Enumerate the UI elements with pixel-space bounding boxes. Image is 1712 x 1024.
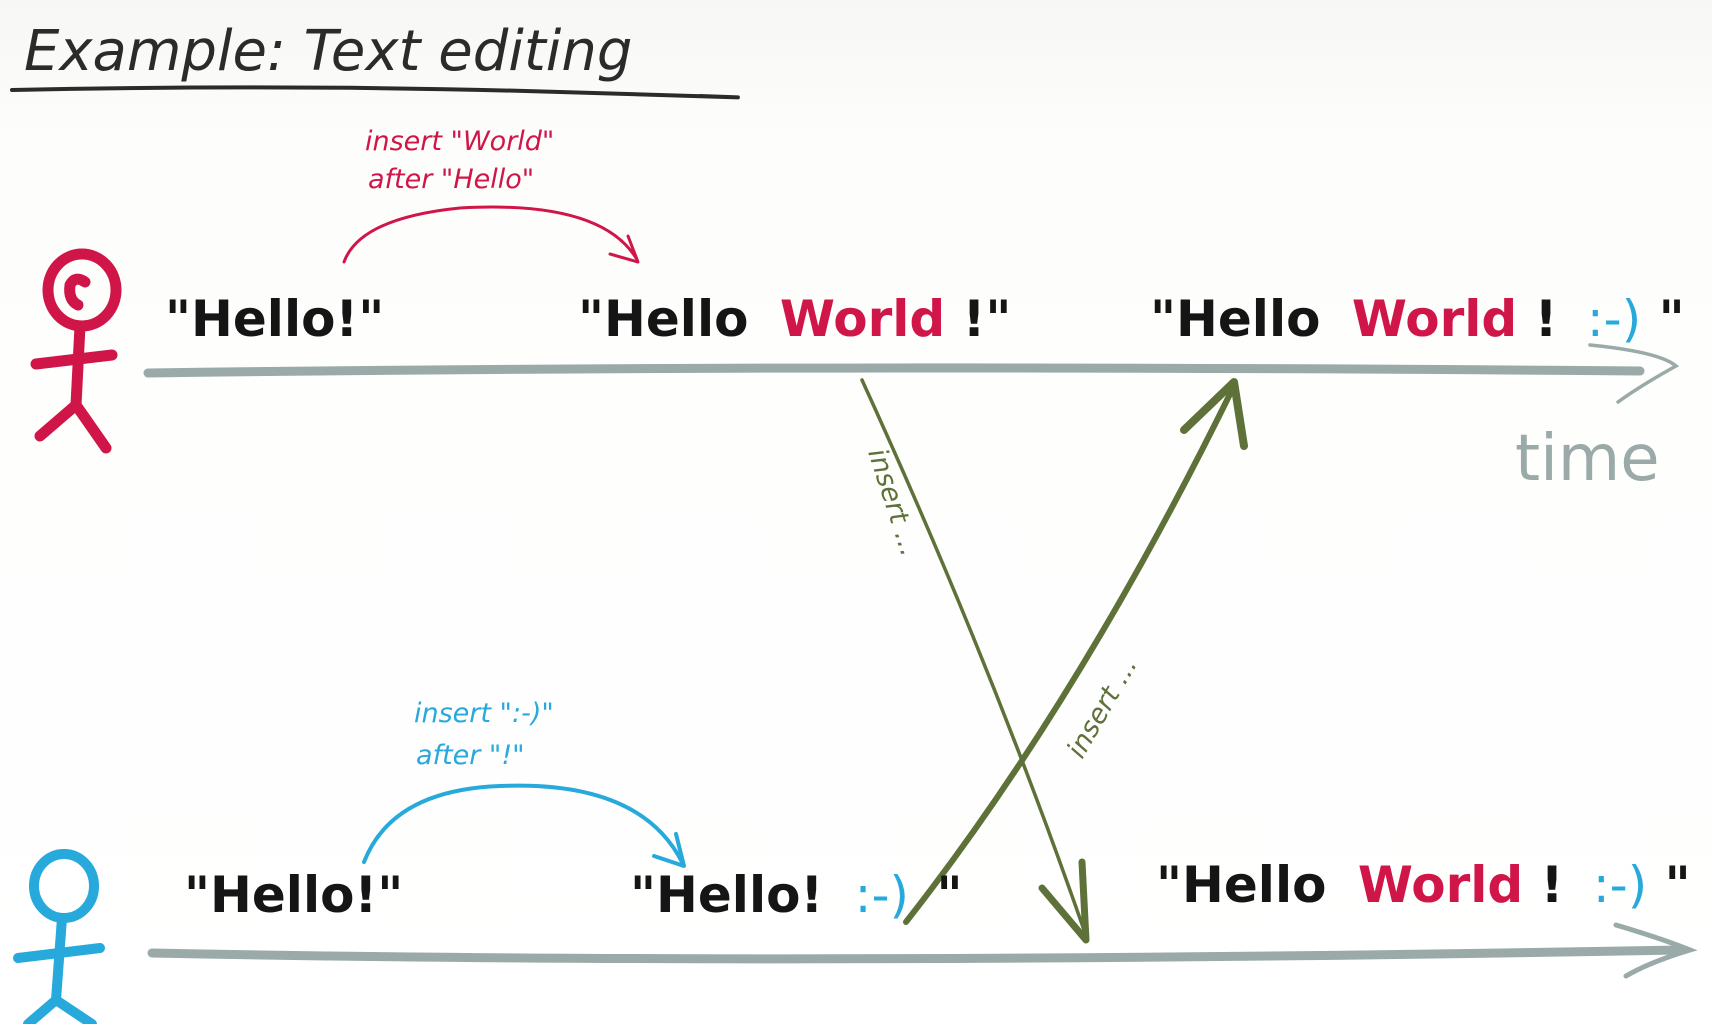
top-state-3: "Hello World ! :-) " bbox=[1150, 290, 1685, 348]
top-state-2-world: World bbox=[780, 290, 945, 348]
top-note-line1: insert "World" bbox=[365, 126, 554, 157]
time-axis-label: time bbox=[1515, 422, 1660, 496]
top-state-2-prefix: "Hello bbox=[578, 290, 748, 348]
page-title: Example: Text editing bbox=[24, 19, 632, 84]
timeline-arrowhead bbox=[1613, 922, 1698, 979]
top-note-line2: after "Hello" bbox=[368, 164, 534, 195]
sync-down-arrow bbox=[860, 378, 1086, 932]
bottom-edit-annotation: insert ":-)" after "!" bbox=[362, 698, 686, 868]
bottom-state-2: "Hello! :-) " bbox=[630, 866, 963, 924]
bottom-timeline bbox=[147, 922, 1698, 979]
top-user-icon bbox=[30, 248, 122, 454]
bottom-state-2-prefix: "Hello! bbox=[630, 866, 823, 924]
arrowhead bbox=[652, 832, 686, 868]
bottom-row-states: "Hello!" "Hello! :-) " "Hello World ! :-… bbox=[184, 856, 1691, 924]
bottom-state-3-smiley: :-) bbox=[1593, 856, 1647, 914]
bottom-state-3-bang: ! bbox=[1541, 856, 1564, 914]
top-state-3-smiley: :-) bbox=[1587, 290, 1641, 348]
bottom-state-3-end: " bbox=[1665, 856, 1691, 914]
top-state-3-world: World bbox=[1352, 290, 1517, 348]
bottom-state-2-smiley: :-) bbox=[855, 866, 909, 924]
top-row-states: "Hello!" "Hello World !" "Hello World ! … bbox=[165, 290, 1685, 348]
top-state-3-end: " bbox=[1659, 290, 1685, 348]
sync-up-arrow bbox=[903, 387, 1235, 925]
top-timeline bbox=[143, 343, 1680, 404]
top-state-2: "Hello World !" bbox=[578, 290, 1011, 348]
arrowhead bbox=[1038, 858, 1090, 944]
top-state-2-suffix: !" bbox=[963, 290, 1012, 348]
bottom-state-2-end: " bbox=[937, 866, 963, 924]
timeline-arrowhead bbox=[1588, 343, 1680, 404]
bottom-user-icon bbox=[13, 849, 105, 1024]
bottom-note-line1: insert ":-)" bbox=[414, 698, 554, 729]
bottom-state-3-prefix: "Hello bbox=[1156, 856, 1326, 914]
title-underline bbox=[10, 85, 740, 100]
top-state-3-prefix: "Hello bbox=[1150, 290, 1320, 348]
bottom-state-3-world: World bbox=[1358, 856, 1523, 914]
bottom-state-3: "Hello World ! :-) " bbox=[1156, 856, 1691, 914]
bottom-note-line2: after "!" bbox=[416, 740, 525, 771]
top-edit-annotation: insert "World" after "Hello" bbox=[342, 126, 640, 264]
bottom-state-1: "Hello!" bbox=[184, 866, 403, 924]
sync-up-label: insert ... bbox=[1061, 652, 1144, 764]
top-state-1: "Hello!" bbox=[165, 290, 384, 348]
top-state-3-bang: ! bbox=[1535, 290, 1558, 348]
title-group: Example: Text editing bbox=[10, 19, 740, 100]
arrowhead bbox=[608, 234, 640, 264]
arrowhead bbox=[1180, 378, 1248, 450]
